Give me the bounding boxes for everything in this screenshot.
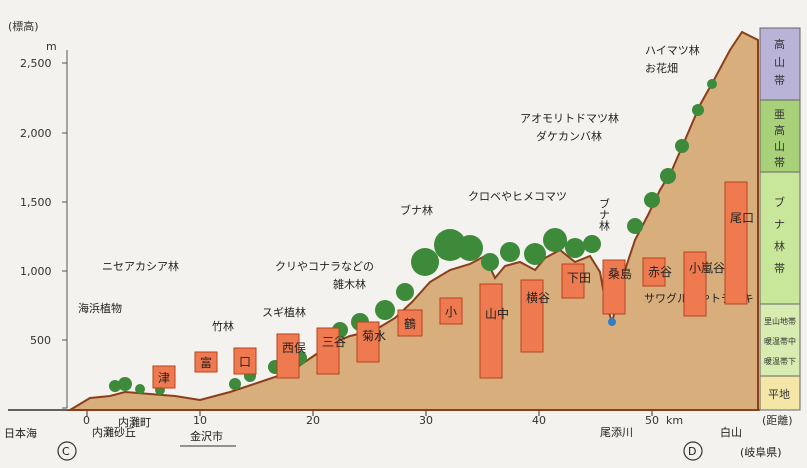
box-tsuru: 鶴 bbox=[397, 309, 423, 337]
box-nishimata: 西俣 bbox=[276, 333, 306, 379]
place-uchinada-machi: 内灘町 bbox=[118, 415, 151, 429]
box-kuwajima: 桑島 bbox=[602, 259, 632, 315]
svg-text:高: 高 bbox=[774, 123, 785, 137]
svg-text:口: 口 bbox=[239, 355, 251, 369]
zone-plain-label: 平地 bbox=[768, 388, 790, 401]
y-axis-unit: (標高) bbox=[8, 19, 39, 33]
veg-ohanabatake: お花畑 bbox=[645, 62, 678, 75]
svg-text:三谷: 三谷 bbox=[322, 335, 346, 349]
svg-text:ナ: ナ bbox=[774, 218, 785, 231]
x-unit: km bbox=[666, 414, 683, 427]
box-akatani: 赤谷 bbox=[642, 257, 672, 287]
y-tick-500: 500 bbox=[30, 334, 51, 347]
svg-text:横谷: 横谷 bbox=[526, 291, 550, 305]
distance-label: (距離) bbox=[762, 413, 793, 427]
veg-niseakashia: ニセアカシア林 bbox=[102, 259, 179, 273]
veg-kuri2: 雑木林 bbox=[333, 277, 366, 291]
svg-text:尾口: 尾口 bbox=[730, 211, 754, 225]
x-tick-40: 40 bbox=[532, 414, 546, 427]
box-tomi: 富 bbox=[194, 351, 218, 373]
svg-text:小嵐谷: 小嵐谷 bbox=[689, 261, 725, 275]
y-tick-1500: 1,500 bbox=[20, 196, 52, 209]
point-d: D bbox=[688, 445, 696, 458]
x-tick-20: 20 bbox=[306, 414, 320, 427]
veg-aomori2: ダケカンバ林 bbox=[536, 129, 602, 143]
box-yokotani: 横谷 bbox=[520, 279, 550, 353]
zone-plain bbox=[759, 375, 801, 411]
place-nihonkai: 日本海 bbox=[4, 426, 37, 440]
svg-text:津: 津 bbox=[158, 371, 170, 385]
veg-kuri1: クリやコナラなどの bbox=[275, 260, 374, 273]
svg-text:帯: 帯 bbox=[774, 156, 785, 169]
veg-haimatsu: ハイマツ林 bbox=[645, 43, 700, 57]
zone-alpine-label-1: 高 bbox=[774, 37, 785, 51]
svg-text:富: 富 bbox=[200, 355, 212, 370]
zone-dankitai-label: 暖温帯中 bbox=[764, 336, 796, 346]
box-tsu: 津 bbox=[152, 365, 176, 389]
zone-buna bbox=[759, 171, 801, 305]
svg-text:亜: 亜 bbox=[774, 108, 785, 121]
box-kuchi: 口 bbox=[233, 347, 257, 375]
y-tick-2500: 2,500 bbox=[20, 57, 52, 70]
x-tick-0: 0 bbox=[83, 414, 90, 427]
svg-text:山: 山 bbox=[774, 56, 785, 69]
x-tick-50: 50 bbox=[645, 414, 659, 427]
box-shimoda: 下田 bbox=[561, 263, 591, 299]
point-c-circle bbox=[57, 441, 77, 461]
veg-sugi: スギ植林 bbox=[262, 305, 306, 319]
svg-text:帯: 帯 bbox=[774, 74, 785, 87]
veg-take: 竹林 bbox=[212, 319, 234, 333]
veg-buna-left: ブナ林 bbox=[400, 203, 433, 217]
x-tick-30: 30 bbox=[419, 414, 433, 427]
veg-kaihin: 海浜植物 bbox=[78, 301, 122, 315]
box-yamanaka: 山中 bbox=[479, 283, 509, 379]
veg-kurobe: クロベやヒメコマツ bbox=[468, 190, 567, 203]
svg-text:山中: 山中 bbox=[485, 306, 509, 321]
y-axis: (標高) m 2,500 2,000 1,500 1,000 500 bbox=[8, 19, 68, 409]
svg-text:ブ: ブ bbox=[774, 195, 785, 209]
svg-text:小: 小 bbox=[445, 305, 457, 319]
box-koarashidani: 小嵐谷 bbox=[683, 251, 725, 317]
y-axis-m: m bbox=[46, 40, 57, 53]
svg-text:山: 山 bbox=[774, 140, 785, 153]
place-hakusan: 白山 bbox=[720, 425, 742, 439]
point-c: C bbox=[62, 445, 70, 458]
place-uchinada-sakyu: 内灘砂丘 bbox=[92, 425, 136, 439]
svg-text:帯: 帯 bbox=[774, 262, 785, 275]
river-markers bbox=[608, 318, 616, 326]
box-kikusui: 菊水 bbox=[356, 321, 386, 363]
y-tick-2000: 2,000 bbox=[20, 127, 52, 140]
place-labels: 日本海 内灘砂丘 内灘町 金沢市 尾添川 白山 (岐阜県) C D bbox=[4, 415, 782, 461]
veg-buna-right: ブナ林 bbox=[598, 197, 611, 231]
box-mitani: 三谷 bbox=[316, 327, 346, 375]
place-kanazawa: 金沢市 bbox=[190, 429, 223, 443]
zone-chukan-label: 暖温帯下 bbox=[764, 356, 796, 366]
svg-text:菊水: 菊水 bbox=[362, 329, 386, 343]
forest bbox=[109, 79, 717, 395]
y-ticks: 2,500 2,000 1,500 1,000 500 bbox=[20, 57, 67, 409]
place-boxes: 津 富 口 西俣 三谷 菊水 鶴 小 山中 横谷 下田 桑島 赤谷 小嵐谷 尾口 bbox=[152, 181, 754, 389]
svg-text:西俣: 西俣 bbox=[282, 341, 306, 355]
svg-text:赤谷: 赤谷 bbox=[648, 265, 672, 279]
svg-text:鶴: 鶴 bbox=[404, 316, 416, 331]
zone-alpine bbox=[759, 27, 801, 101]
svg-text:下田: 下田 bbox=[567, 271, 591, 285]
point-d-circle bbox=[683, 441, 703, 461]
box-ko: 小 bbox=[439, 297, 463, 325]
svg-text:林: 林 bbox=[774, 239, 785, 253]
x-tick-10: 10 bbox=[193, 414, 207, 427]
place-gifu: (岐阜県) bbox=[740, 446, 782, 459]
veg-aomori1: アオモリトドマツ林 bbox=[520, 111, 619, 125]
box-oguchi: 尾口 bbox=[724, 181, 754, 305]
svg-text:桑島: 桑島 bbox=[608, 266, 632, 281]
zone-sidebar: 高 山 帯 亜 高 山 帯 ブ ナ 林 帯 里山地帯 暖温帯中 暖温帯下 平地 bbox=[759, 27, 801, 411]
place-oshikawa: 尾添川 bbox=[600, 425, 633, 439]
y-tick-1000: 1,000 bbox=[20, 265, 52, 278]
zone-satoyama-label: 里山地帯 bbox=[764, 316, 796, 326]
zone-satoyama bbox=[759, 303, 801, 377]
